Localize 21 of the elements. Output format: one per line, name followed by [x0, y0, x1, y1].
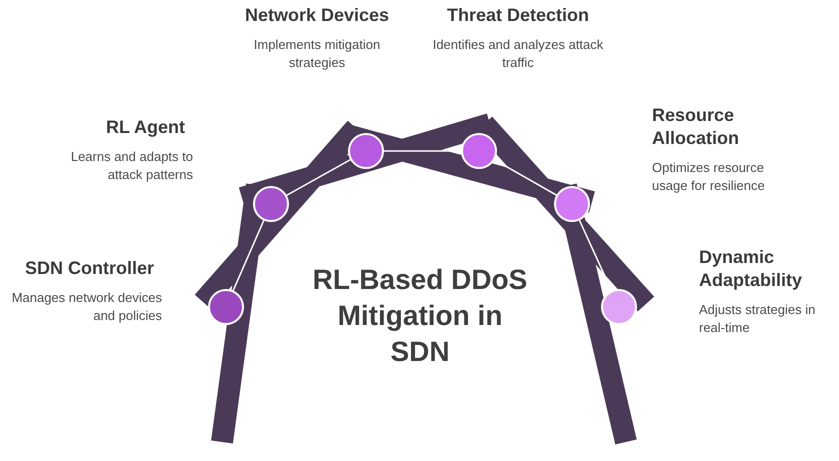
- step-description: Identifies and analyzes attack traffic: [432, 36, 604, 72]
- step-circle: [348, 133, 384, 169]
- step-circle: [208, 289, 244, 325]
- step-circle: [253, 186, 289, 222]
- diagram-title: RL-Based DDoS Mitigation in SDN: [312, 263, 528, 369]
- step-heading: Network Devices: [244, 4, 390, 27]
- step-heading: Resource Allocation: [652, 104, 740, 150]
- step-heading: Dynamic Adaptability: [699, 246, 804, 292]
- connector-line: [232, 219, 265, 292]
- step-description: Optimizes resource usage for resilience: [652, 159, 766, 195]
- step-heading: SDN Controller: [24, 257, 155, 280]
- step-description: Learns and adapts to attack patterns: [70, 148, 193, 184]
- connector-line: [285, 158, 352, 196]
- step-heading: Threat Detection: [446, 4, 590, 27]
- step-description: Implements mitigation strategies: [252, 36, 382, 72]
- step-description: Manages network devices and policies: [10, 289, 162, 325]
- step-circle: [554, 186, 590, 222]
- step-description: Adjusts strategies in real-time: [699, 301, 816, 337]
- step-circle: [461, 133, 497, 169]
- step-circle: [601, 289, 637, 325]
- step-heading: RL Agent: [105, 116, 186, 139]
